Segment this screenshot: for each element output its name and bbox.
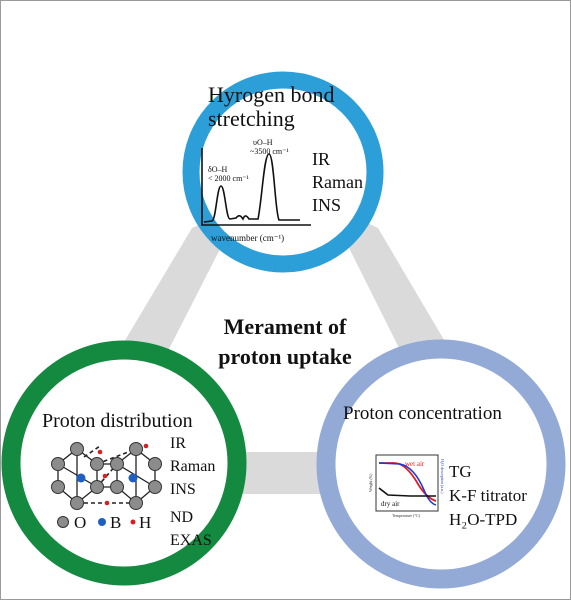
top-method: INS (312, 195, 342, 215)
tg-y2label: H₂O desorption (a.u.) (440, 459, 445, 494)
oxygen-atom (70, 442, 84, 456)
center-title-line1: Merament of (223, 314, 347, 339)
right-ring (316, 339, 566, 589)
legend-hydrogen-label: H (139, 513, 151, 532)
spectrum-trace (203, 153, 300, 223)
tg-series-dry-air: dry air (381, 500, 400, 508)
spectrum-peak2-sub: ~3500 cm⁻¹ (250, 147, 289, 156)
oxygen-atom (110, 480, 124, 494)
oxygen-atom (148, 480, 162, 494)
hydrogen-atom (97, 449, 103, 455)
legend-boron-dot (98, 518, 106, 526)
center-title: Merament of proton uptake (190, 312, 380, 372)
tg-series-wet-air: wet air (405, 460, 425, 468)
oxygen-atom (129, 442, 143, 456)
left-method: Raman (170, 458, 216, 475)
tg-xlabel: Temperature (°C) (392, 513, 421, 518)
spectrum-peak1-sub: < 2000 cm⁻¹ (208, 174, 250, 183)
tg-ylabel: Weight (%) (368, 473, 373, 492)
oxygen-atom (129, 496, 143, 510)
top-method: Raman (312, 172, 363, 192)
center-title-line2: proton uptake (218, 344, 352, 369)
oxygen-atom (51, 480, 65, 494)
oxygen-atom (70, 496, 84, 510)
left-method: IR (170, 435, 186, 452)
legend-oxygen-dot (57, 516, 69, 528)
left-method: EXAS (170, 532, 212, 549)
top-title-line1: Hyrogen bond (208, 82, 335, 107)
boron-atom (76, 473, 86, 483)
hydrogen-atom (104, 500, 110, 506)
legend-boron-label: B (110, 513, 121, 532)
right-method: TG (449, 462, 472, 481)
spectrum-peak1-label: δO–H (208, 165, 228, 174)
left-title: Proton distribution (42, 410, 193, 432)
oxygen-atom (90, 480, 104, 494)
right-methods: TG K-F titrator H₂O-TPD (449, 463, 527, 528)
ir-spectrum (201, 148, 311, 226)
right-title: Proton concentration (343, 403, 502, 424)
tg-plot-frame (375, 454, 439, 512)
tg-plot: wet air dry air Weight (%) H₂O desorptio… (368, 454, 445, 518)
spectrum-peak2-label: υO–H (253, 138, 273, 147)
oxygen-atom (110, 457, 124, 471)
legend-hydrogen-dot (130, 519, 136, 525)
crystal-structure: O B H (51, 442, 162, 532)
right-method: H₂O-TPD (449, 510, 518, 529)
legend-oxygen-label: O (74, 513, 86, 532)
top-title-line2: stretching (208, 106, 295, 131)
hydrogen-bond (83, 445, 101, 458)
top-methods: IR Raman INS (312, 150, 363, 214)
tg-dry-air-curve (378, 487, 436, 497)
left-methods: IR Raman INS ND EXAS (170, 436, 215, 549)
tg-desorption-curve (378, 462, 437, 506)
left-method: ND (170, 509, 194, 526)
oxygen-atom (148, 457, 162, 471)
boron-atom (128, 473, 138, 483)
top-method: IR (312, 149, 330, 169)
spectrum-axes (201, 148, 311, 226)
spectrum-xlabel: wavenumber (cm⁻¹) (211, 233, 284, 243)
right-method: K-F titrator (449, 486, 527, 505)
hydrogen-atom (143, 443, 149, 449)
left-method: INS (170, 481, 196, 498)
top-title: Hyrogen bond stretching (208, 83, 334, 131)
oxygen-atom (51, 457, 65, 471)
oxygen-atom (90, 457, 104, 471)
hydrogen-atom (102, 473, 108, 479)
